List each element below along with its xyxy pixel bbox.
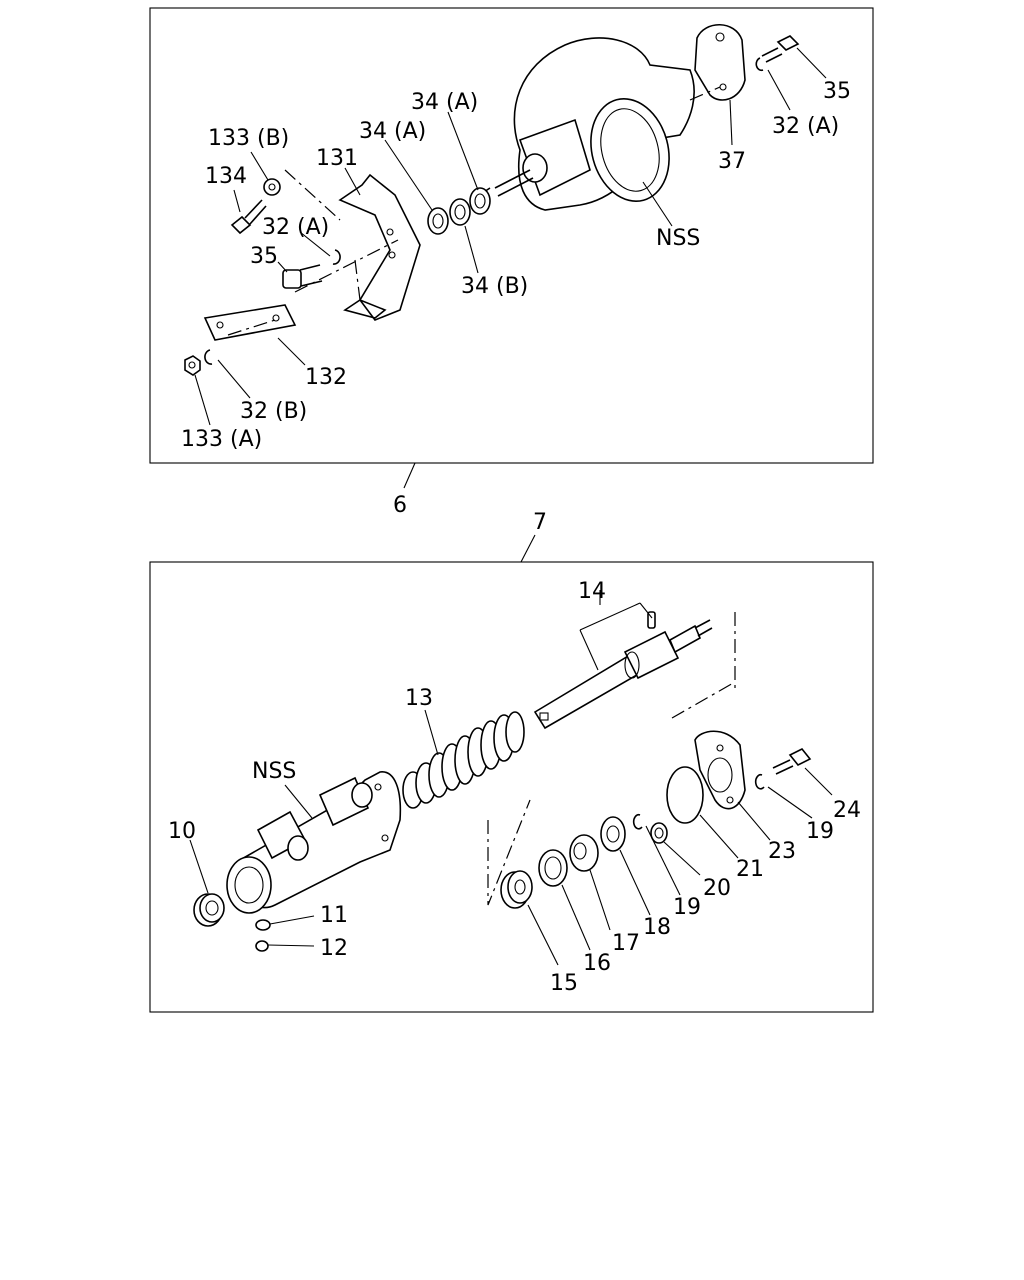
label-24: 24 — [833, 798, 861, 823]
label-37: 37 — [718, 149, 746, 174]
label-133a: 133 (A) — [181, 427, 262, 452]
clip-19-left — [632, 813, 643, 830]
label-23: 23 — [768, 839, 796, 864]
label-35-1: 35 — [250, 244, 278, 269]
plate-132 — [203, 304, 297, 341]
plate-37 — [694, 24, 746, 101]
label-11: 11 — [320, 903, 348, 928]
washers-34 — [427, 187, 491, 235]
label-17: 17 — [612, 931, 640, 956]
nut-133a — [184, 355, 201, 376]
label-16: 16 — [583, 951, 611, 976]
clutch-housing — [482, 37, 695, 211]
bolt-35 — [282, 264, 323, 289]
part-20 — [650, 822, 668, 844]
label-133b: 133 (B) — [208, 126, 289, 151]
label-132: 132 — [305, 365, 347, 390]
clip-32a — [332, 249, 341, 265]
label-13: 13 — [405, 686, 433, 711]
bolt-134 — [230, 199, 267, 235]
label-32a-1: 32 (A) — [262, 215, 329, 240]
label-34a-2: 34 (A) — [411, 90, 478, 115]
label-35-2: 35 — [823, 79, 851, 104]
label-20: 20 — [703, 876, 731, 901]
label-10: 10 — [168, 819, 196, 844]
label-131: 131 — [316, 146, 358, 171]
o-ring-21 — [666, 766, 704, 824]
label-14: 14 — [578, 579, 606, 604]
clip-32b — [204, 349, 213, 365]
master-cylinder-body — [226, 771, 402, 914]
piston-15 — [500, 870, 533, 909]
label-134: 134 — [205, 164, 247, 189]
label-21: 21 — [736, 857, 764, 882]
cover-23 — [694, 730, 746, 810]
label-nss-bottom: NSS — [252, 759, 296, 784]
label-19-a: 19 — [673, 895, 701, 920]
label-32a-2: 32 (A) — [772, 114, 839, 139]
spring-13 — [402, 711, 525, 809]
callout-6: 6 — [393, 493, 407, 518]
panel-top: 133 (B) 134 131 34 (A) 34 (A) 32 (A) 35 … — [149, 7, 874, 464]
label-15: 15 — [550, 971, 578, 996]
callout-6-leader — [403, 462, 416, 489]
callout-7-leader — [520, 534, 536, 563]
clip-32a-right — [755, 57, 764, 72]
label-nss-top: NSS — [656, 226, 700, 251]
label-34b: 34 (B) — [461, 274, 528, 299]
clip-19-right — [754, 773, 765, 790]
seal-10 — [193, 893, 225, 927]
push-rod-14 — [533, 611, 713, 730]
part-18 — [600, 816, 626, 852]
label-12: 12 — [320, 936, 348, 961]
panel-bottom: 14 13 NSS 10 11 12 15 16 17 18 19 20 21 … — [149, 561, 874, 1013]
seal-16 — [538, 849, 568, 887]
part-12 — [255, 940, 269, 952]
label-18: 18 — [643, 915, 671, 940]
part-11 — [255, 919, 271, 931]
label-32b: 32 (B) — [240, 399, 307, 424]
bracket-131 — [338, 173, 421, 321]
nut-133b — [263, 178, 281, 196]
bolt-35-right — [761, 35, 800, 63]
bolt-24 — [772, 747, 812, 775]
washer-17 — [569, 834, 599, 872]
label-34a-1: 34 (A) — [359, 119, 426, 144]
callout-7: 7 — [533, 510, 547, 535]
label-19-b: 19 — [806, 819, 834, 844]
panel-bottom-frame — [149, 561, 874, 1013]
panel-top-frame — [149, 7, 874, 464]
